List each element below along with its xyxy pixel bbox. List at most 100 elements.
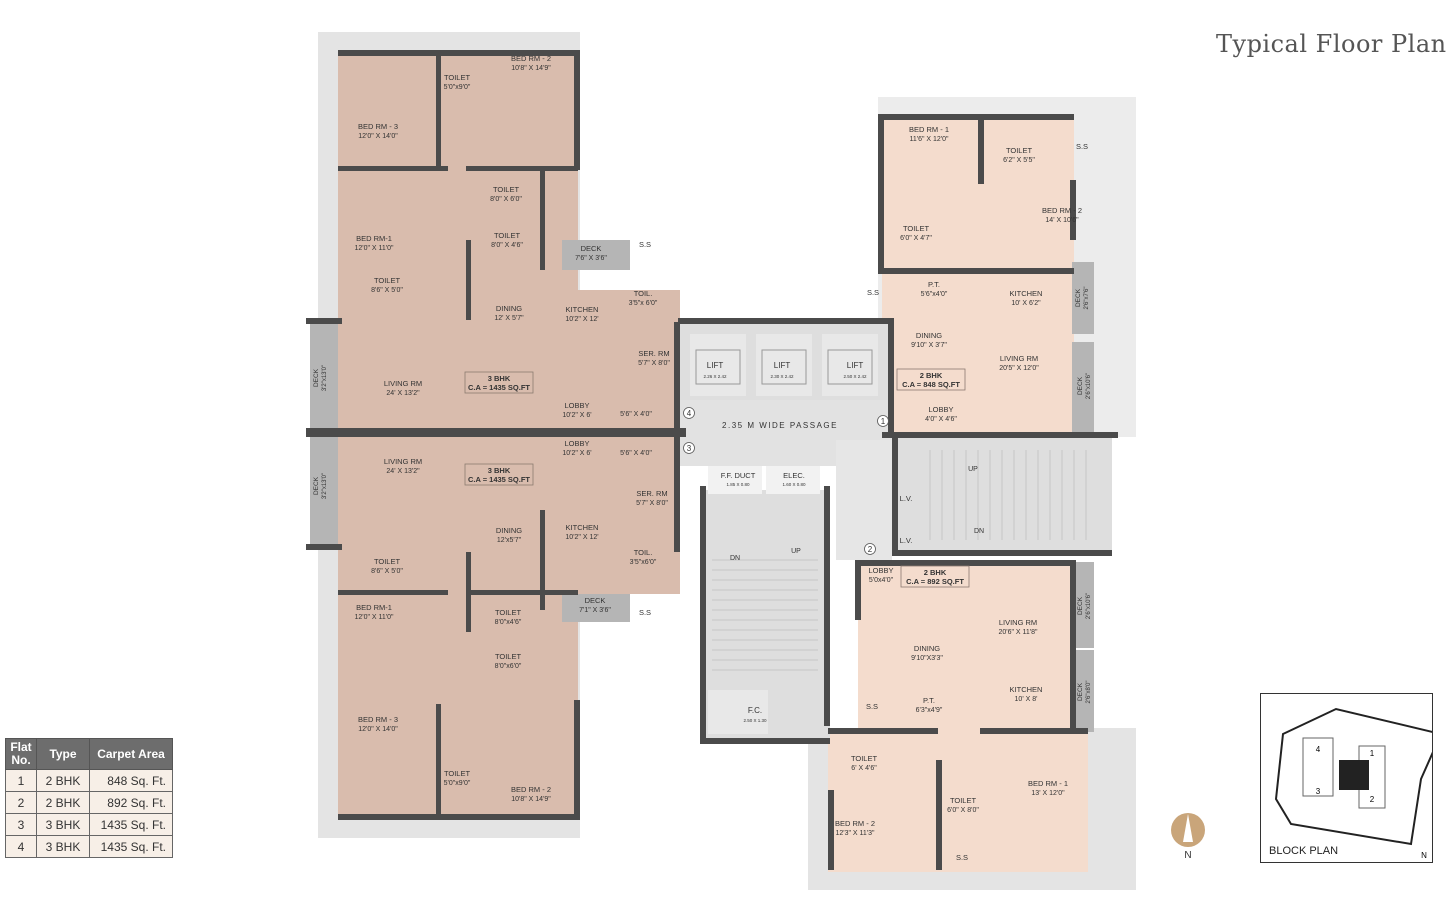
deck (1072, 262, 1094, 334)
deck-dimension: 3'2"x13'0" (322, 473, 328, 499)
room-name: TOILET (374, 557, 401, 566)
room-dimension: 12'0" X 14'0" (358, 726, 398, 733)
room-dimension: 11'6" X 12'0" (909, 136, 949, 143)
room-dimension: 10'8" X 14'9" (511, 796, 551, 803)
wall (878, 268, 1074, 274)
room-dimension: 10'2" X 12' (565, 316, 598, 323)
room-dimension: 10' X 6'2" (1011, 300, 1041, 307)
lv-label: L.V. (900, 536, 913, 545)
room-name: TOIL. (634, 548, 653, 557)
carpet-area: C.A = 1435 SQ.FT (468, 475, 530, 484)
elec-dimension: 1.60 X 0.80 (782, 482, 806, 487)
room-name: TOILET (374, 276, 401, 285)
room-name: TOILET (444, 769, 471, 778)
deck (1072, 342, 1094, 434)
lift-car (695, 349, 741, 385)
cell-type: 2 BHK (36, 769, 90, 792)
room-dimension: 6'0" X 4'7" (900, 235, 932, 242)
room-dimension: 9'10"X3'3" (911, 655, 943, 662)
room-dimension: 8'0"x4'6" (495, 619, 522, 626)
room-dimension: 10'2" X 12' (565, 534, 598, 541)
lift-dimension: 2.50 X 2.42 (843, 374, 867, 379)
room-name: KITCHEN (566, 305, 599, 314)
deck (562, 594, 630, 622)
wall (466, 552, 471, 632)
wall (674, 432, 680, 552)
cell-no: 3 (5, 813, 37, 836)
wall (678, 318, 894, 324)
flat-marker-number: 4 (687, 409, 692, 418)
flat-type: 3 BHK (488, 374, 511, 383)
room-name: TOIL. (634, 289, 653, 298)
wall (878, 114, 1074, 120)
lv-area (836, 440, 892, 560)
cell-type: 3 BHK (36, 813, 90, 836)
lift-shaft (756, 334, 812, 396)
deck-dimension: 2'6"x7'6" (1084, 287, 1090, 310)
flat-4-service-area (578, 290, 680, 430)
carpet-area: C.A = 1435 SQ.FT (468, 383, 530, 392)
electrical-room (766, 466, 820, 494)
cell-type: 2 BHK (36, 791, 90, 814)
wall (674, 322, 680, 432)
room-name: LIVING RM (384, 457, 422, 466)
room-dimension: 5'0"x9'0" (444, 780, 471, 787)
deck-dimension: 2'6"x8'0" (1086, 681, 1092, 704)
deck-dimension: 2'6"x10'6" (1086, 593, 1092, 619)
area-box (900, 565, 970, 588)
deck (310, 434, 338, 546)
wall (892, 437, 898, 552)
room-name: S.S (639, 608, 651, 617)
room-name: BED RM - 2 (511, 785, 551, 794)
cell-type: 3 BHK (36, 835, 90, 858)
block-north: N (1421, 851, 1427, 860)
block-unit-number: 3 (1316, 787, 1321, 796)
room-dimension: 12'3" X 11'3" (835, 830, 875, 837)
room-dimension: 7'1" X 3'6" (579, 607, 611, 614)
area-box (896, 368, 966, 391)
room-dimension: 8'6" X 5'0" (371, 568, 403, 575)
room-dimension: 13' X 12'0" (1031, 790, 1065, 797)
lift-label: LIFT (847, 361, 864, 370)
header-type: Type (36, 738, 90, 770)
room-dimension: 3'5"x6'0" (630, 559, 657, 566)
lift-label: LIFT (707, 361, 724, 370)
deck-name: DECK (313, 476, 320, 495)
room-dimension: 12'x5'7" (497, 537, 522, 544)
flat-4-area (338, 50, 578, 430)
wall (306, 428, 686, 433)
room-name: BED RM - 1 (909, 125, 949, 134)
flat-marker-number: 1 (881, 417, 886, 426)
wall (466, 590, 578, 595)
wall (436, 56, 441, 166)
room-dimension: 20'5" X 12'0" (999, 365, 1039, 372)
room-name: BED RM - 3 (358, 715, 398, 724)
lift-shaft (822, 334, 878, 396)
room-name: DECK (585, 596, 606, 605)
room-name: TOILET (903, 224, 930, 233)
room-dimension: 5'7" X 8'0" (638, 360, 670, 367)
block-core (1339, 760, 1369, 790)
cell-area: 892 Sq. Ft. (89, 791, 173, 814)
wall (306, 318, 342, 324)
room-dimension: 5'0"x9'0" (444, 84, 471, 91)
wall (1070, 180, 1076, 240)
wall (828, 728, 938, 734)
header-carpet-area: Carpet Area (89, 738, 173, 770)
room-labels: BED RM - 3 12'0" X 14'0" TOILET 5'0"x9'0" BE… (313, 54, 1205, 862)
lift-dimension: 2.30 X 2.42 (770, 374, 794, 379)
wall (978, 114, 984, 184)
cell-area: 1435 Sq. Ft. (89, 835, 173, 858)
room-dimension: 8'0"x6'0" (495, 663, 522, 670)
room-name: TOILET (495, 608, 522, 617)
wall (824, 486, 830, 726)
block-unit-number: 2 (1370, 795, 1375, 804)
wall (892, 550, 1112, 556)
wall (855, 560, 1076, 566)
flat-marker-circle (683, 442, 695, 454)
stair-direction: DN (974, 528, 984, 535)
room-name: DINING (496, 304, 522, 313)
